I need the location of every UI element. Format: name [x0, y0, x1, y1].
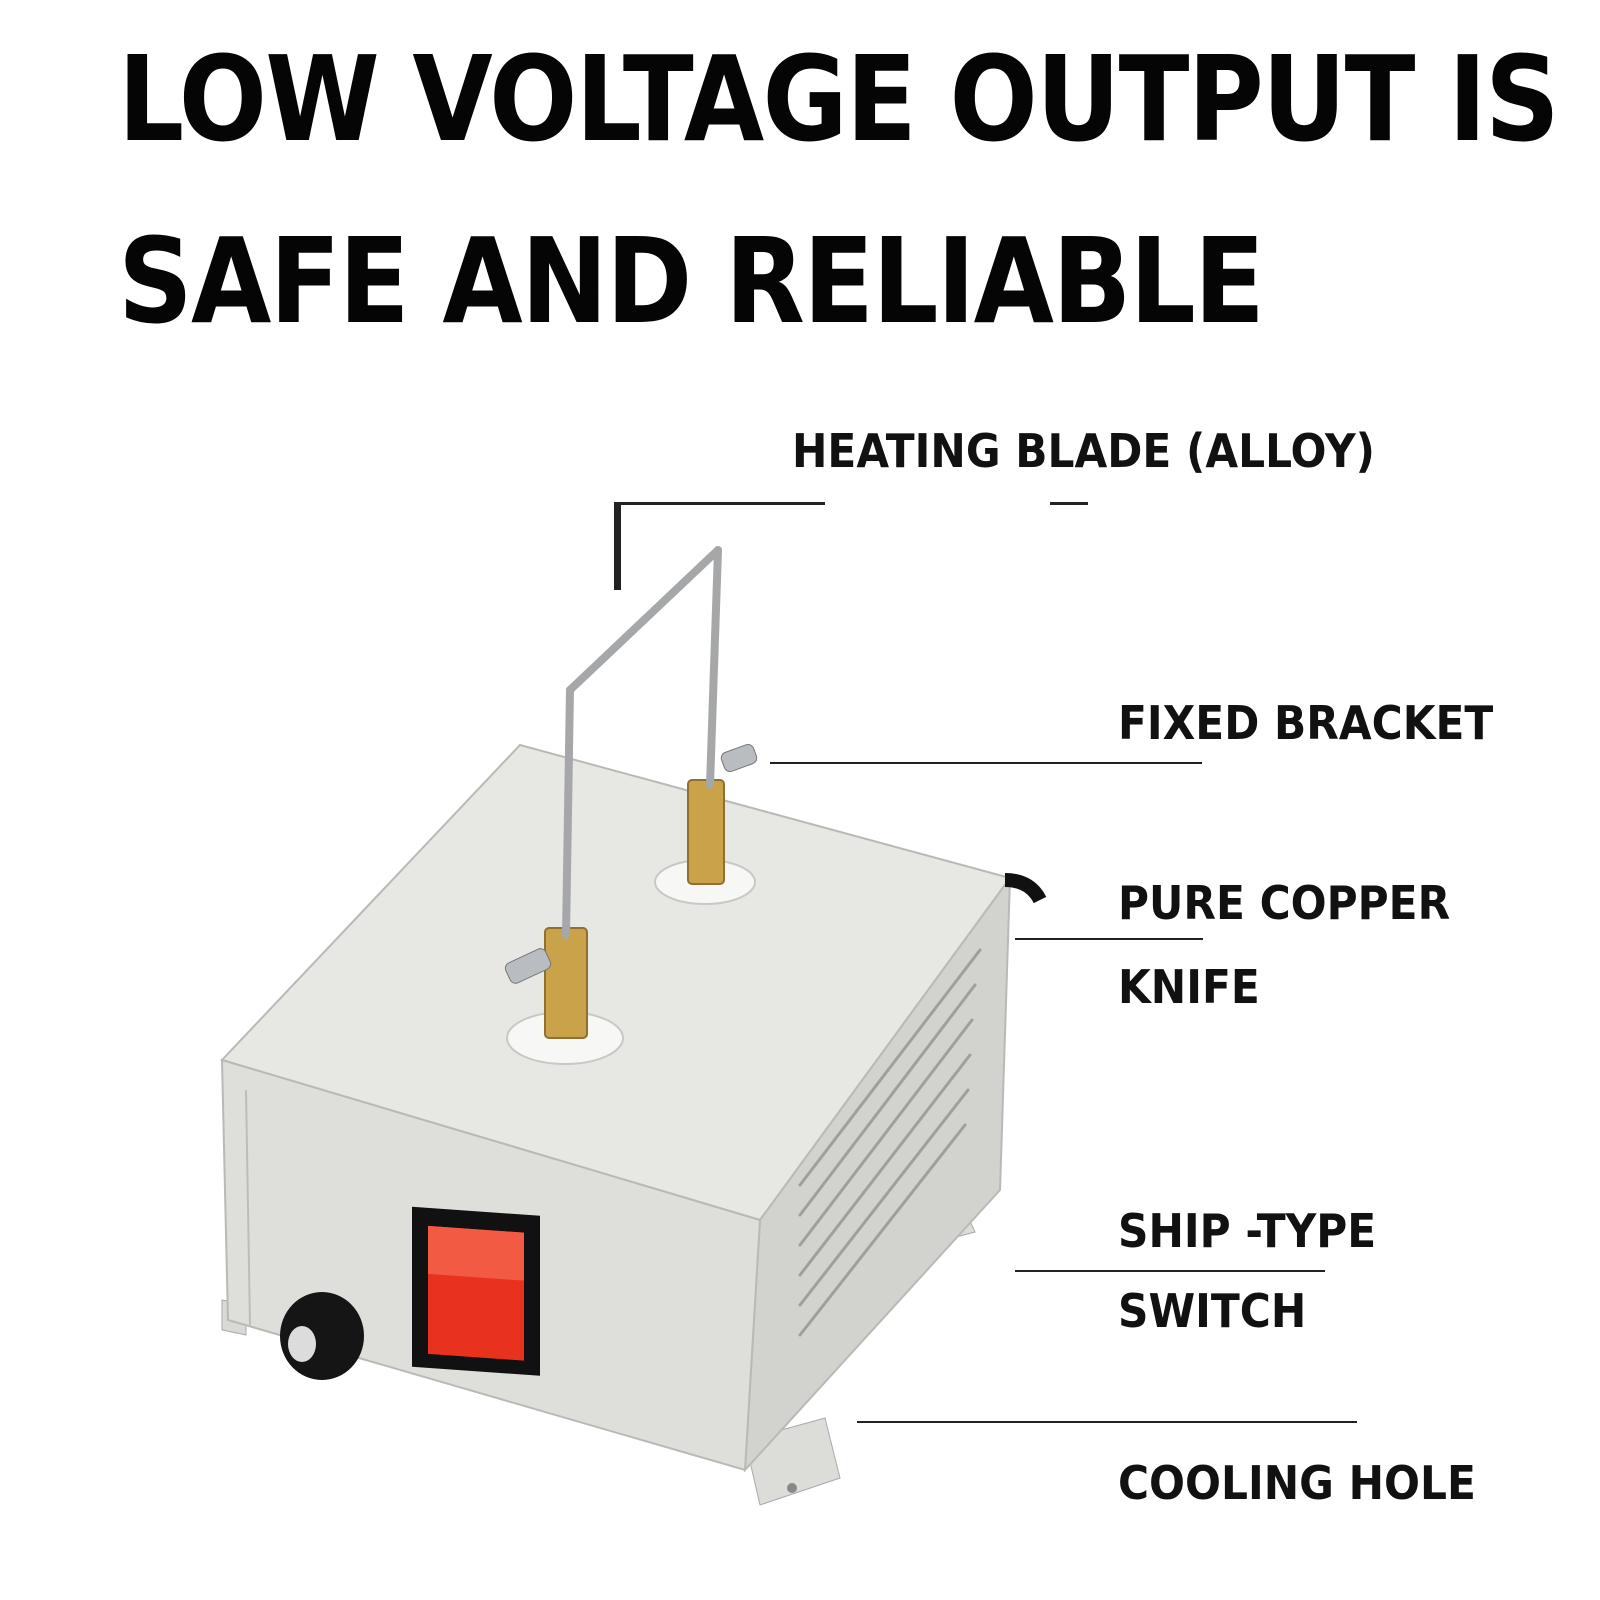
label-heating-blade: HEATING BLADE (ALLOY)	[792, 424, 1376, 478]
fixed-bracket-leader	[770, 762, 1202, 764]
cooling-hole-leader	[857, 1421, 1357, 1423]
label-ship-switch-line2: SWITCH	[1118, 1284, 1307, 1338]
pure-copper-leader	[1015, 938, 1203, 940]
heating-blade-leader-horizontal	[617, 502, 825, 505]
heating-blade-leader-tick	[1050, 502, 1088, 505]
label-cooling-hole: COOLING HOLE	[1118, 1456, 1476, 1510]
bracket-screws	[504, 743, 758, 984]
heating-blade-frame	[562, 546, 722, 939]
headline-line-2: SAFE AND RELIABLE	[118, 212, 1265, 350]
cooling-slots	[798, 948, 982, 1337]
label-ship-switch-line1: SHIP -TYPE	[1118, 1204, 1377, 1258]
label-pure-copper-line1: PURE COPPER	[1118, 876, 1451, 930]
brass-holder-front	[544, 927, 588, 1039]
power-cord	[1004, 873, 1047, 904]
label-pure-copper-line2: KNIFE	[1118, 960, 1260, 1014]
heating-blade-leader-vertical	[614, 502, 621, 590]
ship-type-switch	[412, 1206, 540, 1376]
ship-switch-leader	[1015, 1270, 1325, 1272]
headline-line-1: LOW VOLTAGE OUTPUT IS	[118, 30, 1560, 168]
label-fixed-bracket: FIXED BRACKET	[1118, 696, 1494, 750]
fuse-holder-knob	[280, 1292, 364, 1380]
brass-holder-back	[687, 779, 725, 885]
